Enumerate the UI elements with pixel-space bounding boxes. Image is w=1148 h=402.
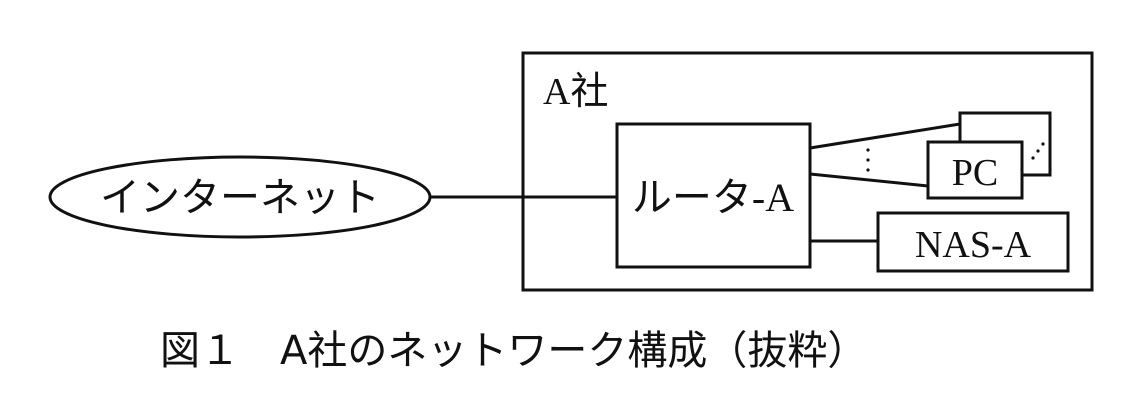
company-a-label: A社	[543, 71, 608, 113]
ellipsis-dots	[866, 142, 1045, 172]
router-pc-link	[809, 172, 929, 188]
router-a-box	[615, 122, 812, 269]
company-a-boundary	[521, 51, 1094, 292]
pc-box	[926, 140, 1024, 200]
internet-label: インターネット	[100, 175, 380, 221]
pc-label: PC	[952, 152, 998, 194]
figure-caption: 図１ A社のネットワーク構成（抜粋）	[160, 328, 867, 374]
router-pc-back-link	[809, 122, 961, 150]
nas-a-label: NAS-A	[915, 224, 1032, 266]
router-a-label: ルータ-A	[632, 175, 794, 220]
